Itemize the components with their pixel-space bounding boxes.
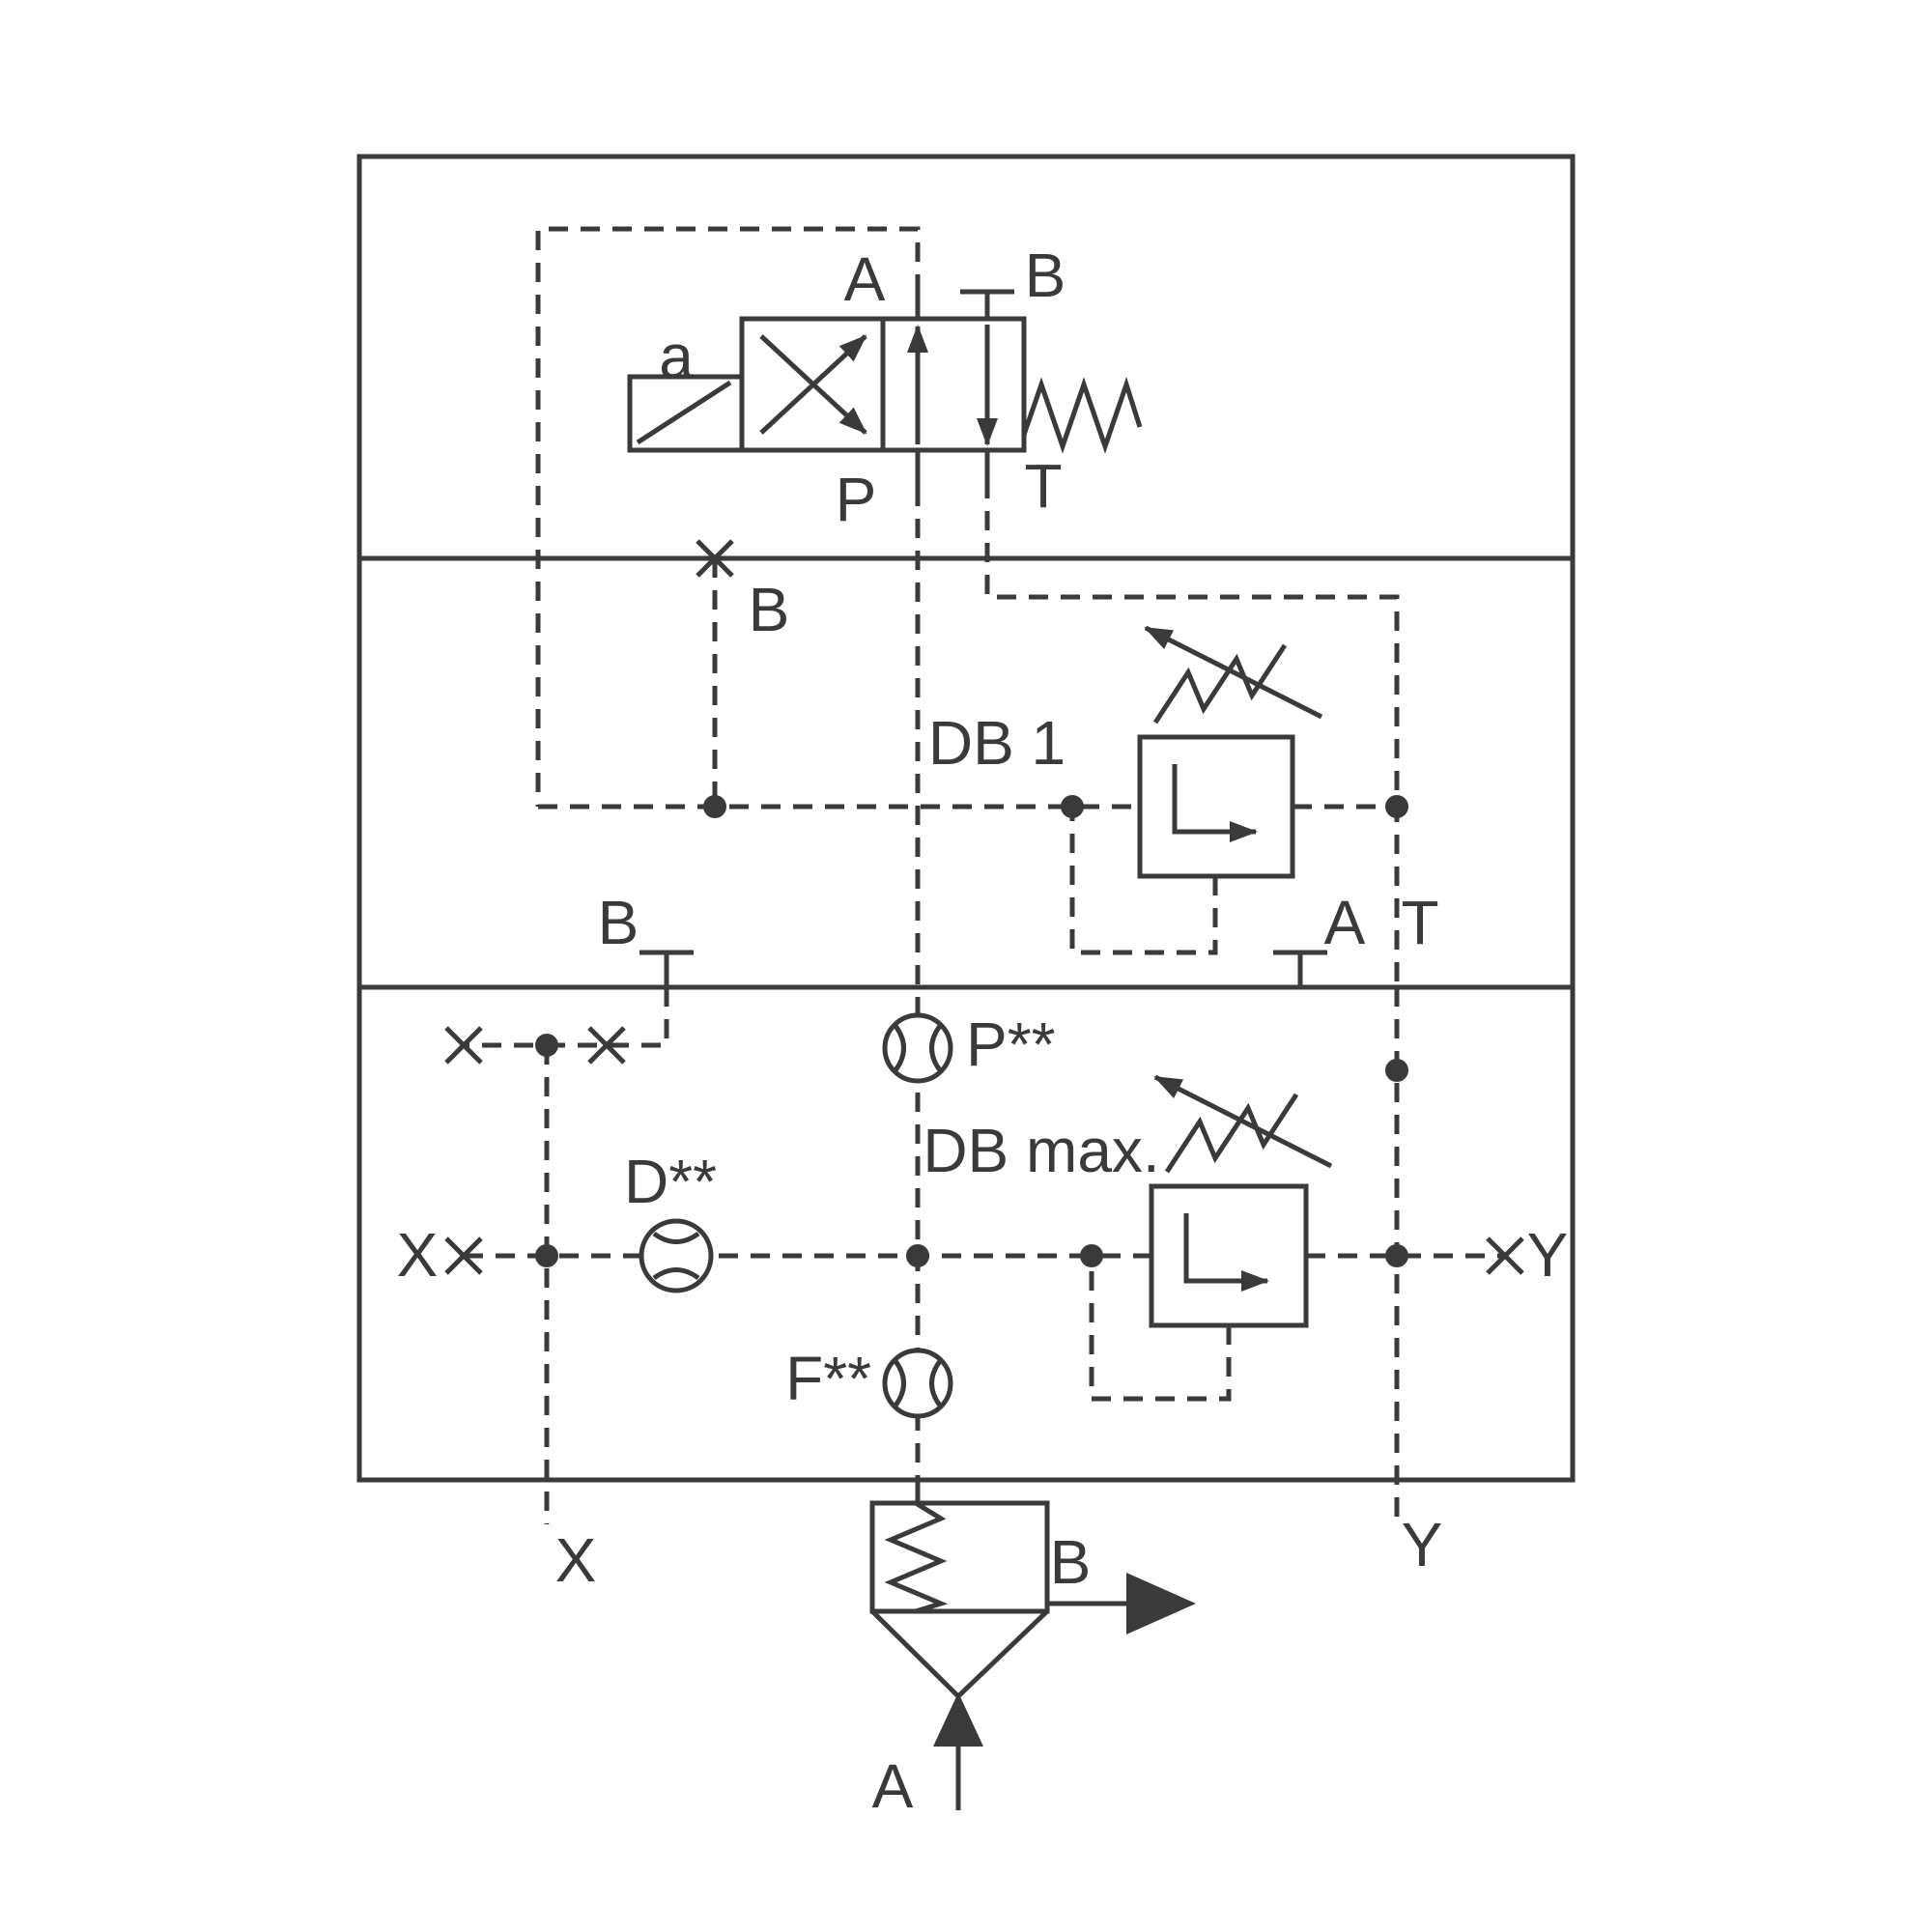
solenoid-label: a — [659, 322, 694, 391]
plug-x-icon — [1486, 1236, 1524, 1275]
orifice-d — [639, 1218, 714, 1293]
adjustable-spring-icon — [1164, 1093, 1299, 1174]
pilot-line-a-route — [535, 226, 921, 807]
relief-valve-body — [1149, 1183, 1309, 1328]
junction-dot — [1385, 1244, 1408, 1267]
plug-crosses — [444, 539, 1524, 1275]
cover-port-a-label: A — [1324, 888, 1366, 957]
junction-dot — [535, 1244, 558, 1267]
junction-dot — [1061, 795, 1084, 818]
relief-flow-arrow-icon — [1172, 764, 1258, 842]
poppet-edge — [870, 1609, 960, 1698]
orifice-seam — [929, 1359, 943, 1407]
blocked-ports — [639, 950, 1327, 987]
relief-flow-arrow-icon — [1183, 1213, 1269, 1292]
housing-outline — [356, 154, 1576, 1483]
plug-x-icon — [587, 1026, 626, 1065]
junction-dot — [1385, 1059, 1408, 1082]
relief-db1-label: DB 1 — [928, 708, 1065, 778]
pilot-port-b-label: B — [1025, 241, 1066, 310]
crossed-flow-arrow-icon — [759, 334, 867, 435]
orifice-f-label: F** — [785, 1344, 871, 1413]
main-port-a-label: A — [872, 1751, 914, 1821]
plug-x-icon — [696, 539, 734, 578]
orifice-p-label: P** — [966, 1009, 1056, 1079]
relief-dbmax-label: DB max. — [923, 1116, 1159, 1185]
labels: a A B P T B DB 1 B A T P** DB max. D** F… — [397, 241, 1569, 1821]
plug-x-icon — [444, 1026, 483, 1065]
plug-b-label: B — [749, 575, 790, 644]
junction-dot — [535, 1034, 558, 1057]
relief-valve-db1 — [1137, 625, 1323, 879]
orifice-circle — [639, 1218, 714, 1293]
flow-arrow-a-icon — [933, 1692, 983, 1747]
junction-dot — [703, 795, 726, 818]
junction-dots — [535, 795, 1408, 1267]
pilot-valve — [627, 289, 1143, 487]
relief-valve-body — [1137, 734, 1295, 879]
port-x-label: X — [397, 1220, 439, 1290]
orifice-seam — [652, 1267, 700, 1281]
orifice-seam — [893, 1359, 906, 1407]
orifice-p — [882, 1012, 953, 1084]
port-b-branch — [464, 987, 669, 1048]
flow-arrow-b-icon — [1126, 1573, 1196, 1634]
orifice-circle — [882, 1012, 953, 1084]
orifice-seam — [893, 1024, 906, 1072]
plug-x-icon — [444, 1236, 483, 1275]
orifice-seam — [652, 1231, 700, 1244]
orifice-d-label: D** — [624, 1147, 717, 1216]
orifice-seam — [929, 1024, 943, 1072]
db1-pilot-loop — [1069, 810, 1218, 955]
pilot-line-t-route — [984, 479, 1400, 987]
spring-chamber — [869, 1500, 1050, 1614]
port-y-label: Y — [1527, 1220, 1569, 1290]
pilot-port-a-label: A — [844, 244, 886, 314]
spring-icon — [884, 1500, 949, 1614]
orifice-circle — [882, 1348, 953, 1419]
return-spring-icon — [1021, 377, 1143, 454]
junction-dot — [1385, 795, 1408, 818]
junction-dot — [906, 1244, 929, 1267]
port-x-bottom-label: X — [555, 1525, 597, 1595]
solenoid-icon — [627, 374, 745, 453]
poppet-edge — [956, 1609, 1049, 1698]
relief-valve-dbmax — [1149, 1074, 1333, 1328]
adjustment-arrow-icon — [1153, 1074, 1333, 1169]
dbmax-pilot-loop — [1089, 1259, 1232, 1402]
pilot-port-p-label: P — [836, 465, 877, 534]
cover-port-b-label: B — [598, 888, 639, 957]
main-port-b-label: B — [1050, 1527, 1092, 1597]
adjustment-arrow-icon — [1144, 625, 1323, 720]
pilot-lines — [464, 226, 1505, 1524]
solenoid-slash — [636, 380, 732, 445]
port-y-bottom-label: Y — [1402, 1510, 1443, 1579]
main-cartridge — [869, 1480, 1196, 1810]
pilot-port-t-label: T — [1024, 451, 1062, 521]
junction-dot — [1080, 1244, 1103, 1267]
adjustable-spring-icon — [1152, 643, 1288, 724]
orifice-f — [882, 1348, 953, 1419]
housing — [356, 154, 1576, 1483]
cover-port-t-label: T — [1401, 888, 1438, 957]
